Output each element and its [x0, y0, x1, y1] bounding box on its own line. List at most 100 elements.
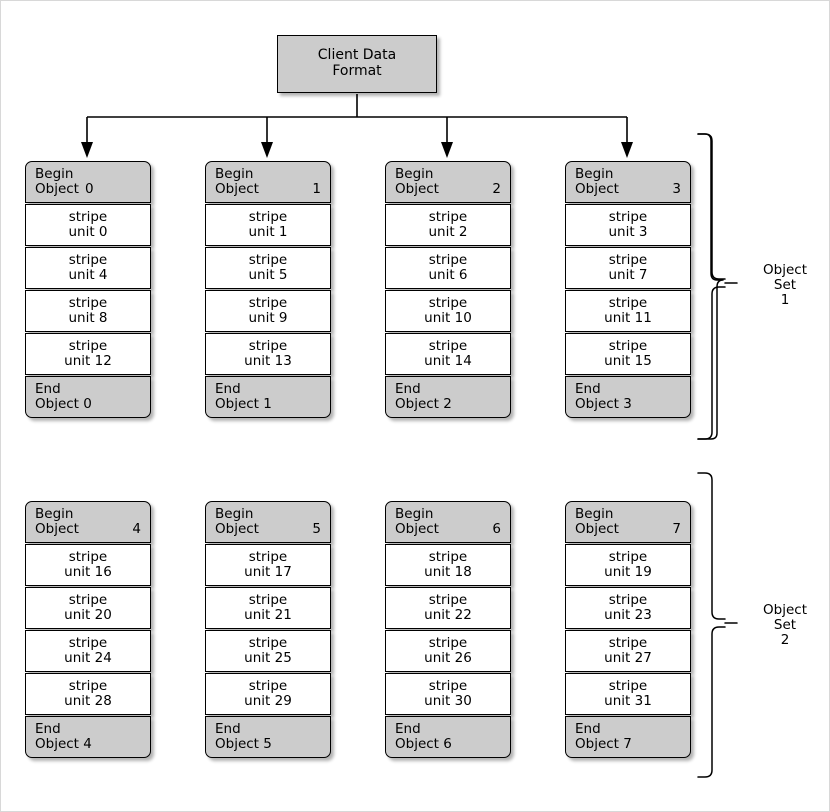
- begin-label: Begin: [35, 166, 74, 183]
- root-node-client-data-format[interactable]: Client Data Format: [277, 35, 437, 93]
- stripe-label: stripe: [608, 635, 648, 652]
- object-set-2-line-3: 2: [780, 632, 790, 649]
- stripe-label: stripe: [248, 338, 288, 355]
- begin-object-number: 4: [132, 521, 141, 537]
- end-object-id: Object 7: [575, 736, 632, 752]
- object-set-1-label: Object Set 1: [745, 262, 825, 309]
- stripe-unit-id: unit 9: [248, 310, 288, 326]
- stripe-unit-id: unit 18: [424, 564, 472, 580]
- end-label: End: [575, 721, 601, 738]
- object-set-2-brace: [697, 472, 738, 778]
- stripe-unit-id: unit 7: [608, 267, 648, 283]
- object-set-1-brace: [697, 133, 738, 440]
- end-label: End: [35, 381, 61, 398]
- end-object-id: Object 3: [575, 396, 632, 412]
- stripe-label: stripe: [608, 549, 648, 566]
- end-object-id: Object 2: [395, 396, 452, 412]
- end-label: End: [395, 721, 421, 738]
- begin-object-word: Object: [575, 521, 619, 537]
- begin-label: Begin: [215, 506, 254, 523]
- end-label: End: [575, 381, 601, 398]
- begin-object-word: Object: [395, 521, 439, 537]
- stripe-label: stripe: [248, 592, 288, 609]
- begin-object-number: 0: [84, 181, 94, 197]
- stripe-unit-id: unit 10: [424, 310, 472, 326]
- stripe-unit-id: unit 26: [424, 650, 472, 666]
- end-object-id: Object 0: [35, 396, 92, 412]
- object-set-1-line-3: 1: [780, 292, 790, 309]
- begin-object-word: Object: [575, 181, 619, 197]
- begin-object-word: Object: [35, 521, 79, 537]
- stripe-label: stripe: [68, 549, 108, 566]
- stripe-unit-id: unit 5: [248, 267, 288, 283]
- stripe-label: stripe: [608, 209, 648, 226]
- stripe-unit-id: unit 6: [428, 267, 468, 283]
- stripe-unit-id: unit 2: [428, 224, 468, 240]
- begin-object-number: 1: [312, 181, 321, 197]
- stripe-unit-id: unit 4: [68, 267, 108, 283]
- stripe-label: stripe: [428, 209, 468, 226]
- begin-object-number: 2: [492, 181, 501, 197]
- end-label: End: [215, 381, 241, 398]
- begin-object-number: 5: [312, 521, 321, 537]
- stripe-unit-id: unit 21: [244, 607, 292, 623]
- stripe-label: stripe: [68, 592, 108, 609]
